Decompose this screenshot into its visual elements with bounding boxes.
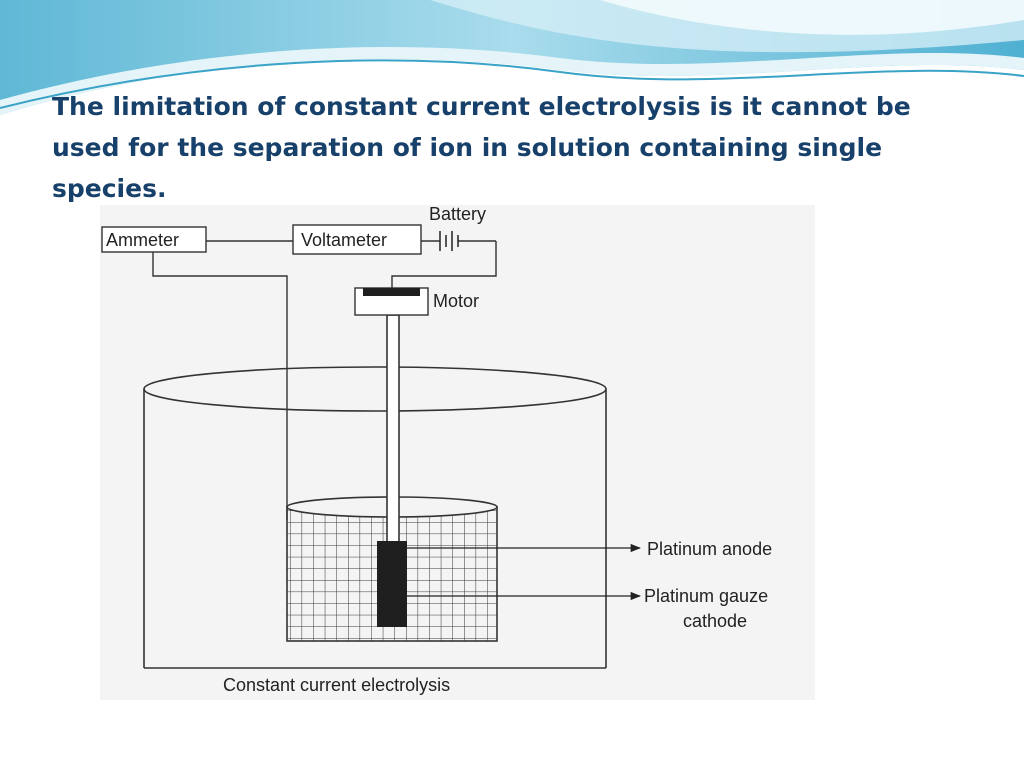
voltameter-box (292, 224, 422, 255)
battery-label: Battery (429, 204, 486, 224)
platinum-gauze-label: Platinum gauze (644, 586, 768, 606)
motor-label: Motor (433, 291, 479, 311)
voltameter-label: Voltameter (301, 230, 387, 250)
motor-box (354, 287, 429, 316)
circuit-wires (152, 240, 497, 520)
platinum-anode-label: Platinum anode (647, 539, 772, 559)
platinum-anode-rod (377, 541, 407, 627)
battery-icon (439, 231, 459, 251)
ammeter-box (101, 226, 207, 253)
diagram-caption: Constant current electrolysis (223, 675, 450, 695)
slide-title: The limitation of constant current elect… (52, 92, 911, 203)
ammeter-label: Ammeter (106, 230, 179, 250)
cathode-label: cathode (683, 611, 747, 631)
anode-shaft (386, 314, 400, 544)
outer-beaker (143, 366, 607, 669)
